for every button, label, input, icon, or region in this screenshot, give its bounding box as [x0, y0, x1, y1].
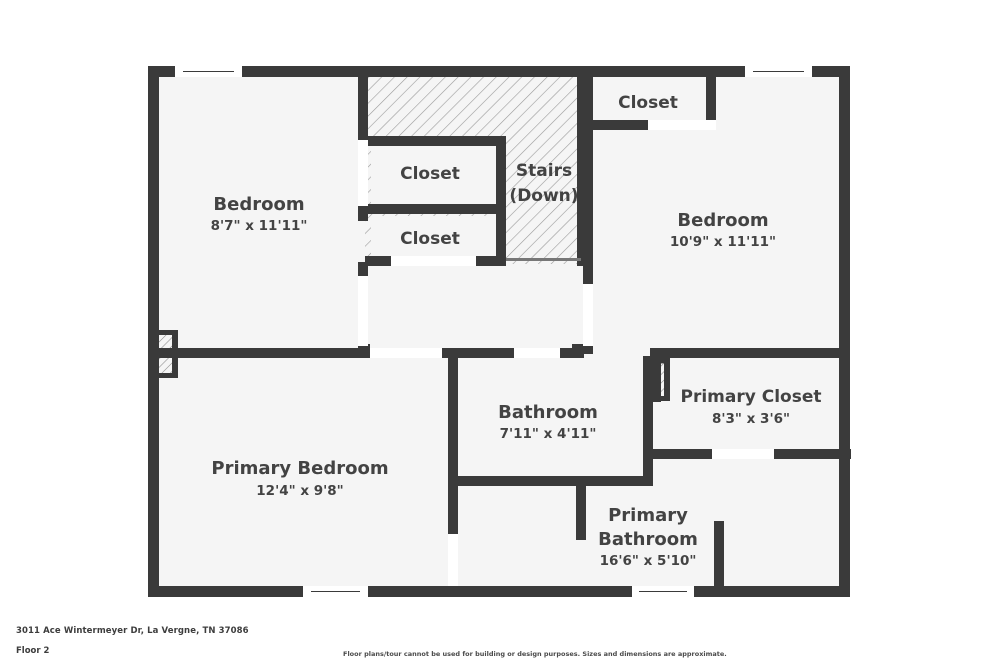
wall-exterior-bottom	[148, 586, 850, 597]
wall-bedroom1-right-upper	[358, 66, 368, 140]
wall-mid-right	[650, 348, 850, 358]
primary-closet-dims: 8'3" x 3'6"	[712, 411, 790, 427]
primary-bathroom-name: Primary	[608, 505, 688, 526]
floor-label: Floor 2	[16, 646, 50, 656]
wall-primary-bath-partition	[714, 521, 724, 587]
wall-closet-lower-left-stub	[365, 256, 391, 266]
wall-mid-seg-b	[558, 348, 583, 358]
closet-bedroom-2-name: Closet	[618, 93, 678, 113]
door-primary-closet	[712, 449, 774, 459]
door-bedroom1-lower	[358, 276, 368, 346]
wall-left-vent-frame-top	[151, 330, 177, 335]
window-bedroom1-top	[175, 66, 242, 77]
room-label-closet-bedroom-2: Closet	[618, 93, 678, 113]
stairs-name: Stairs	[516, 161, 572, 181]
room-label-bedroom-1: Bedroom 8'7" x 11'11"	[211, 194, 308, 234]
windows-group	[175, 66, 812, 597]
wall-bedroom1-right-mid	[358, 205, 368, 221]
wall-primary-bedroom-right	[448, 356, 458, 586]
stairs-name-line2: (Down)	[509, 186, 578, 206]
primary-bedroom-dims: 12'4" x 9'8"	[256, 483, 343, 499]
bedroom-1-name: Bedroom	[213, 194, 304, 215]
wall-exterior-right	[839, 66, 850, 597]
wall-right-vent-bottom	[648, 396, 670, 401]
bedroom-1-dims: 8'7" x 11'11"	[211, 218, 308, 234]
wall-primary-closet-left	[651, 356, 661, 402]
bedroom-2-name: Bedroom	[677, 210, 768, 231]
wall-closet-divider	[365, 204, 506, 214]
closet-lower-name: Closet	[400, 229, 460, 249]
door-primary-bedroom	[448, 534, 458, 586]
bedroom-2-dims: 10'9" x 11'11"	[670, 234, 776, 250]
room-label-bathroom: Bathroom 7'11" x 4'11"	[498, 402, 598, 442]
door-bed2-closet	[648, 120, 716, 130]
closet-upper-name: Closet	[400, 164, 460, 184]
room-label-primary-bedroom: Primary Bedroom 12'4" x 9'8"	[211, 458, 388, 499]
interior-room-fills	[368, 70, 846, 352]
property-address: 3011 Ace Wintermeyer Dr, La Vergne, TN 3…	[16, 626, 249, 636]
door-hall-mid-b	[514, 348, 560, 358]
wall-right-vent-right	[664, 358, 670, 401]
door-bedroom2	[583, 284, 593, 346]
window-primary-bathroom-bottom	[632, 586, 694, 597]
wall-closet-upper-right	[496, 136, 506, 266]
room-label-primary-bathroom: Primary Bathroom 16'6" x 5'10"	[598, 505, 698, 569]
wall-bathroom-right	[643, 356, 653, 486]
wall-hall-stub-right	[572, 344, 584, 358]
wall-mid-left	[148, 348, 363, 358]
wall-closet-upper-top	[365, 136, 506, 146]
wall-bedroom2-left	[583, 66, 593, 354]
primary-bathroom-name-line2: Bathroom	[598, 529, 698, 550]
wall-hall-stub-left	[358, 344, 370, 358]
wall-stairs-bottom	[506, 258, 581, 261]
bathroom-name: Bathroom	[498, 402, 598, 423]
primary-bedroom-name: Primary Bedroom	[211, 458, 388, 479]
room-label-bedroom-2: Bedroom 10'9" x 11'11"	[670, 210, 776, 250]
wall-bed2-closet-right	[706, 66, 716, 128]
door-hall-mid-a	[370, 348, 442, 358]
wall-right-vent-top	[648, 358, 670, 363]
wall-bathroom-bottom	[448, 476, 653, 486]
room-label-stairs: Stairs (Down)	[509, 161, 578, 206]
primary-closet-name: Primary Closet	[681, 387, 822, 407]
door-bedroom1	[358, 140, 368, 206]
wall-stairs-right	[577, 66, 587, 266]
disclaimer-text: Floor plans/tour cannot be used for buil…	[343, 650, 727, 658]
wall-mid-seg-a	[440, 348, 516, 358]
wall-exterior-top	[148, 66, 850, 77]
window-bedroom2-top	[745, 66, 812, 77]
room-label-closet-upper: Closet	[400, 164, 460, 184]
bathroom-dims: 7'11" x 4'11"	[500, 426, 597, 442]
room-label-primary-closet: Primary Closet 8'3" x 3'6"	[681, 387, 822, 427]
window-primary-bedroom-bottom	[303, 586, 368, 597]
door-closet-lower	[391, 256, 476, 266]
wall-bathroom-below-stub	[576, 484, 586, 540]
wall-left-vent-frame-bottom	[151, 373, 177, 378]
door-openings-group	[358, 120, 774, 586]
room-label-closet-lower: Closet	[400, 229, 460, 249]
room-labels-group: Bedroom 8'7" x 11'11" Closet Closet Stai…	[211, 93, 822, 569]
primary-bathroom-dims: 16'6" x 5'10"	[600, 553, 697, 569]
